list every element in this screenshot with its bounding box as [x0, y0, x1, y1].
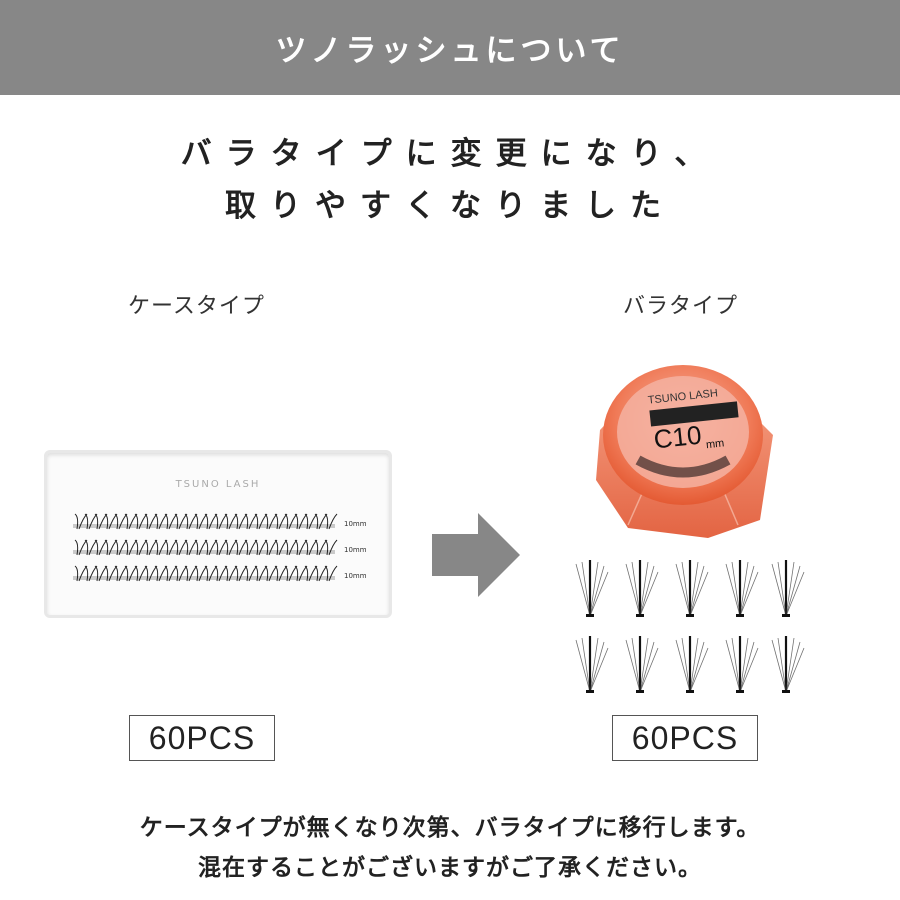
- lash-strip-row: [73, 565, 341, 585]
- case-brand-text: TSUNO LASH: [175, 479, 261, 490]
- row-length-label: 10mm: [344, 520, 367, 528]
- lash-cluster-icon: [574, 558, 806, 619]
- row-length-label: 10mm: [344, 546, 367, 554]
- lash-strip-icon: [73, 513, 338, 530]
- case-quantity-badge: 60PCS: [129, 715, 275, 761]
- row-length-label: 10mm: [344, 572, 367, 580]
- footer-line-2: 混在することがございますがご了承ください。: [198, 855, 702, 881]
- lash-strip-row: [73, 513, 341, 533]
- lash-jar-icon: TSUNO LASH C10 mm: [596, 365, 773, 538]
- lash-strip-row: [73, 539, 341, 559]
- lash-strip-icon: [73, 539, 338, 556]
- loose-quantity-badge: 60PCS: [612, 715, 758, 761]
- case-type-label: ケースタイプ: [128, 294, 265, 319]
- headline: バラタイプに変更になり、 取りやすくなりました: [0, 128, 900, 232]
- jar-unit: mm: [705, 437, 724, 451]
- banner-title: ツノラッシュについて: [275, 33, 625, 69]
- lash-strip-icon: [73, 565, 338, 582]
- headline-line-1: バラタイプに変更になり、: [180, 136, 720, 172]
- jar-curl-length: C10: [652, 420, 703, 455]
- header-banner: ツノラッシュについて: [0, 0, 900, 95]
- loose-type-label: バラタイプ: [623, 294, 739, 319]
- footer-note: ケースタイプが無くなり次第、バラタイプに移行します。 混在することがございますが…: [0, 808, 900, 888]
- case-type-product-image: TSUNO LASH 10mm 10mm 10mm: [44, 450, 392, 618]
- lash-clusters-image: [574, 558, 806, 695]
- loose-type-jar-image: TSUNO LASH C10 mm: [588, 360, 778, 540]
- lash-cluster-icon: [574, 634, 806, 695]
- footer-line-1: ケースタイプが無くなり次第、バラタイプに移行します。: [139, 815, 761, 841]
- right-arrow-icon: [432, 513, 520, 597]
- headline-line-2: 取りやすくなりました: [225, 188, 675, 224]
